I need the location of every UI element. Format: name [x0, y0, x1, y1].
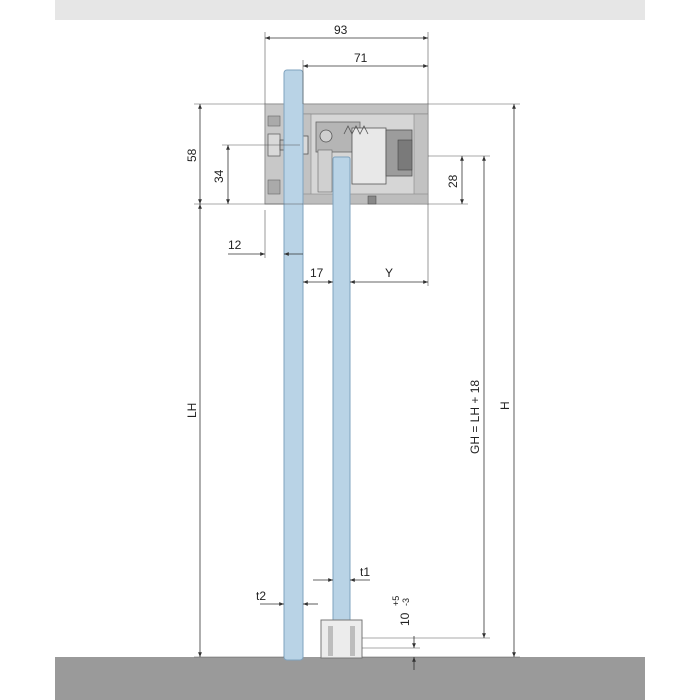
dim-10: 10	[398, 612, 412, 626]
dim-10-minus: -3	[401, 598, 411, 606]
top-band	[55, 0, 645, 20]
floor	[55, 657, 645, 700]
floor-guide	[320, 619, 363, 659]
sliding-glass-panel	[332, 156, 351, 658]
fixed-glass-panel	[283, 69, 304, 661]
dim-GH: GH = LH + 18	[468, 380, 482, 454]
dim-28: 28	[446, 174, 460, 188]
dim-t1: t1	[360, 565, 370, 579]
dim-LH: LH	[185, 403, 199, 418]
dim-58: 58	[185, 148, 199, 162]
dim-t2: t2	[256, 589, 266, 603]
dim-H: H	[498, 401, 512, 410]
dim-17: 17	[310, 266, 324, 280]
dim-10-plus: +5	[391, 596, 401, 606]
dim-Y: Y	[385, 266, 393, 280]
dim-34: 34	[212, 169, 226, 183]
roller-carriage	[315, 121, 413, 205]
dim-71: 71	[354, 51, 368, 65]
dim-93: 93	[334, 23, 348, 37]
dim-12: 12	[228, 238, 242, 252]
